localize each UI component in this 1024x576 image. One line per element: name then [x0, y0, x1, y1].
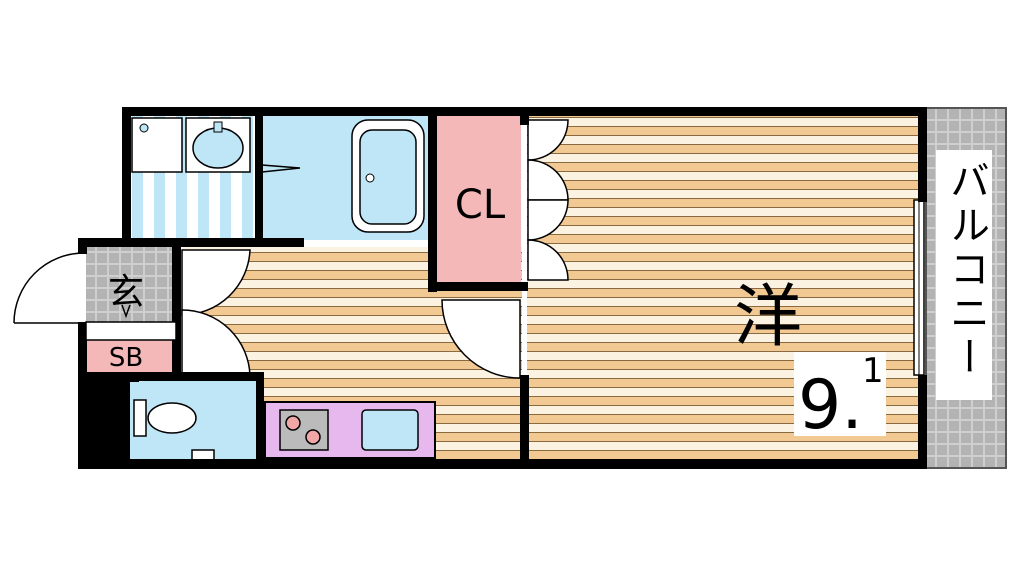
closet-label: CL: [455, 182, 506, 228]
bathtub: [351, 119, 425, 233]
kitchen-counter: [264, 401, 436, 459]
toilet: [133, 399, 215, 461]
closet: [437, 115, 521, 285]
balcony: [925, 107, 1007, 469]
washbasin: [185, 117, 251, 173]
western-room-kanji: 洋: [734, 278, 802, 357]
walls: [78, 107, 927, 469]
balcony-label: バルコニー: [943, 160, 989, 380]
washing-machine-space: [131, 117, 183, 173]
entrance-floor: [86, 247, 176, 322]
entrance-door: [13, 252, 85, 324]
entrance-arrow-icon: [121, 304, 131, 319]
entrance-label: 玄: [108, 272, 144, 313]
shoe-box-label: SB: [109, 343, 143, 373]
western-room-size-fraction: 1: [862, 351, 884, 391]
balcony-window: [913, 199, 925, 376]
entrance-step: [85, 321, 177, 341]
shoe-box: [86, 340, 172, 372]
room-door: [441, 299, 521, 379]
closet-doors: [527, 119, 569, 281]
western-room-size: 9.: [798, 366, 863, 445]
